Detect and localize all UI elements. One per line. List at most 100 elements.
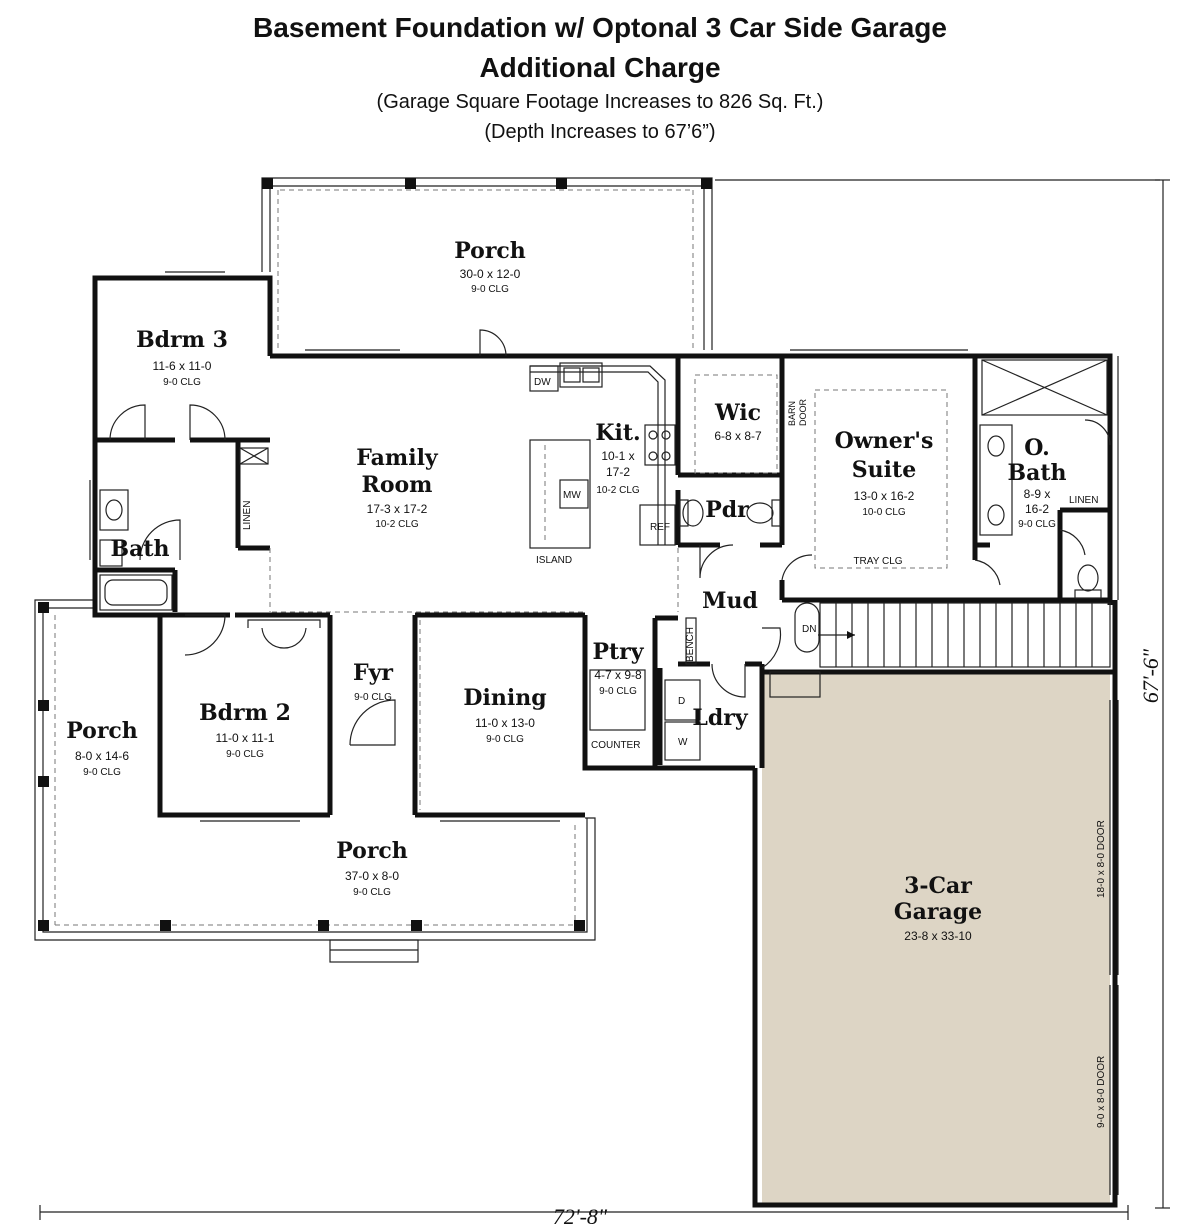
room-owners-suite: Owner's Suite 13-0 x 16-2 10-0 CLG TRAY … (835, 428, 934, 567)
room-dims: 30-0 x 12-0 (460, 267, 521, 281)
room-name: O. (1024, 435, 1050, 461)
room-dims: 23-8 x 33-10 (904, 929, 972, 943)
room-name: 3-Car (904, 873, 972, 899)
room-kitchen: Kit. 10-1 x 17-2 10-2 CLG (595, 420, 640, 496)
room-foyer: Fyr 9-0 CLG (353, 660, 393, 703)
room-dims: 11-6 x 11-0 (153, 359, 212, 373)
room-name: Room (362, 472, 433, 498)
room-dims: 11-0 x 11-1 (216, 731, 275, 745)
bench-label: BENCH (685, 627, 696, 662)
room-name: Wic (714, 400, 761, 426)
plan-title: Basement Foundation w/ Optonal 3 Car Sid… (253, 12, 947, 43)
washer-label: W (678, 737, 688, 748)
room-clg: 9-0 CLG (354, 692, 392, 703)
microwave-label: MW (563, 490, 581, 501)
garage-door-18-label: 18-0 x 8-0 DOOR (1096, 820, 1107, 898)
room-dims: 8-0 x 14-6 (75, 749, 129, 763)
interior-walls (97, 356, 1118, 815)
rear-porch (261, 177, 713, 350)
linen-label: LINEN (1069, 495, 1098, 506)
fixture-labels: DW MW REF ISLAND LINEN COUNTER DN D W LI… (242, 377, 1107, 1128)
room-name: Bdrm 3 (136, 327, 228, 353)
room-clg: 9-0 CLG (163, 377, 201, 388)
room-clg: 9-0 CLG (471, 284, 509, 295)
room-dims: 10-1 x (601, 449, 634, 463)
barn-door-label: DOOR (798, 398, 808, 426)
room-family: Family Room 17-3 x 17-2 10-2 CLG (356, 445, 439, 530)
windows (89, 271, 968, 822)
depth-note: (Depth Increases to 67’6”) (484, 121, 716, 143)
front-porches (34, 599, 596, 963)
room-porch-front: Porch 37-0 x 8-0 9-0 CLG (336, 838, 408, 898)
kitchen-fixtures (529, 362, 676, 549)
room-name: Suite (852, 457, 916, 483)
misc-fixtures (589, 374, 948, 761)
stairs (794, 602, 1111, 668)
room-name: Garage (894, 899, 982, 925)
room-porch-left: Porch 8-0 x 14-6 9-0 CLG (66, 718, 138, 778)
room-dims: 13-0 x 16-2 (854, 489, 915, 503)
room-pdr: Pdr (705, 497, 749, 523)
room-name: Porch (66, 718, 138, 744)
room-name: Porch (454, 238, 526, 264)
room-dims: 17-2 (606, 465, 630, 479)
room-owner-bath: O. Bath 8-9 x 16-2 9-0 CLG (1007, 435, 1066, 530)
room-clg: 10-2 CLG (596, 485, 640, 496)
tray-ceiling-label: TRAY CLG (853, 556, 902, 567)
room-dims: 8-9 x (1024, 487, 1051, 501)
room-garage: 3-Car Garage 23-8 x 33-10 (894, 873, 982, 943)
room-dims: 4-7 x 9-8 (594, 668, 642, 682)
room-clg: 9-0 CLG (83, 767, 121, 778)
overall-depth-label: 67'-6" (1138, 648, 1163, 703)
garage-door-9-label: 9-0 x 8-0 DOOR (1096, 1056, 1107, 1128)
room-porch-rear: Porch 30-0 x 12-0 9-0 CLG (454, 238, 526, 295)
island-label: ISLAND (536, 555, 572, 566)
room-mud: Mud (702, 588, 758, 614)
bath-fixtures (99, 359, 1108, 611)
garage-floor (762, 672, 1110, 1205)
barn-label: BARN (787, 401, 797, 426)
stair-down-label: DN (802, 624, 816, 635)
room-name: Owner's (835, 428, 934, 454)
hall-linen-label: LINEN (242, 501, 253, 530)
dryer-label: D (678, 696, 685, 707)
room-pantry: Ptry 4-7 x 9-8 9-0 CLG (592, 639, 644, 697)
room-clg: 9-0 CLG (599, 686, 637, 697)
openings (269, 548, 679, 810)
room-bdrm3: Bdrm 3 11-6 x 11-0 9-0 CLG (136, 327, 228, 388)
room-name: Fyr (353, 660, 393, 686)
room-name: Family (356, 445, 439, 471)
room-name: Kit. (595, 420, 640, 446)
room-dims: 6-8 x 8-7 (714, 429, 762, 443)
room-dims: 37-0 x 8-0 (345, 869, 399, 883)
room-dims: 17-3 x 17-2 (367, 502, 428, 516)
room-name: Porch (336, 838, 408, 864)
room-dims: 11-0 x 13-0 (475, 716, 535, 730)
room-clg: 9-0 CLG (226, 749, 264, 760)
plan-subtitle: Additional Charge (479, 52, 721, 83)
room-name: Bath (1007, 460, 1066, 486)
room-clg: 9-0 CLG (353, 887, 391, 898)
refrigerator-label: REF (650, 522, 670, 533)
room-name: Dining (463, 685, 546, 711)
room-bdrm2: Bdrm 2 11-0 x 11-1 9-0 CLG (199, 700, 291, 760)
room-laundry: Ldry (692, 705, 748, 731)
room-dims: 16-2 (1025, 502, 1049, 516)
garage-note: (Garage Square Footage Increases to 826 … (376, 91, 824, 113)
room-clg: 9-0 CLG (1018, 519, 1056, 530)
garage-doors (1109, 700, 1119, 1195)
counter-label: COUNTER (591, 740, 640, 751)
overall-width-label: 72'-8" (553, 1204, 608, 1228)
room-clg: 10-2 CLG (375, 519, 419, 530)
dimension-lines (39, 179, 1170, 1220)
room-clg: 9-0 CLG (486, 734, 524, 745)
exterior-walls (92, 275, 1119, 1208)
room-bath: Bath (110, 536, 169, 562)
room-clg: 10-0 CLG (862, 507, 906, 518)
room-name: Ptry (592, 639, 644, 665)
dishwasher-label: DW (534, 377, 551, 388)
room-name: Bdrm 2 (199, 700, 291, 726)
room-dining: Dining 11-0 x 13-0 9-0 CLG (463, 685, 546, 745)
doors (109, 329, 1111, 746)
